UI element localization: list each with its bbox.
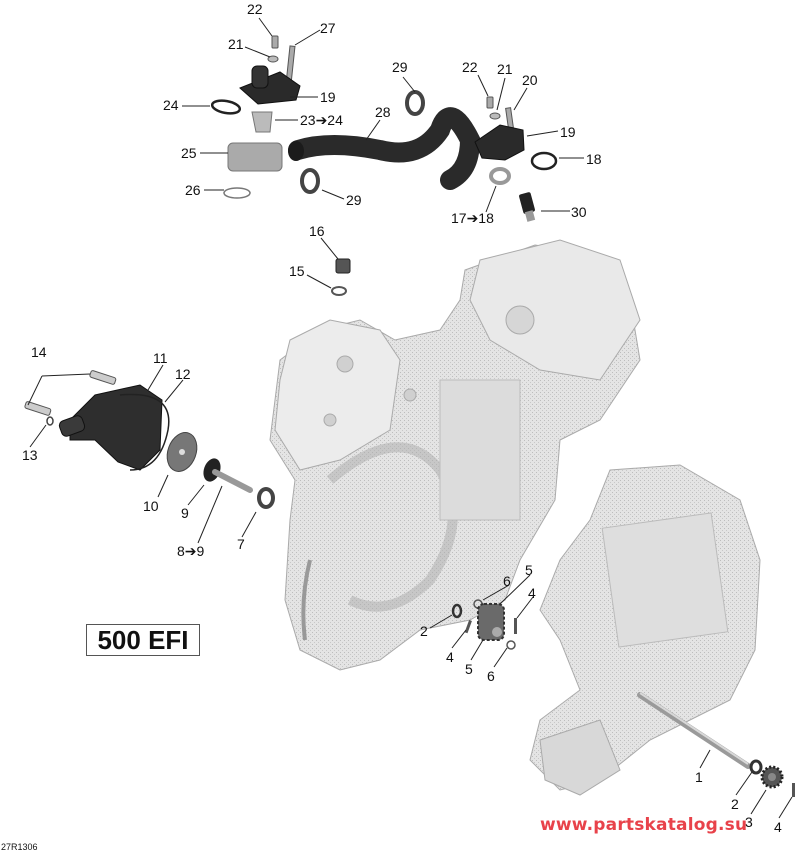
callout-number: 18 xyxy=(586,151,602,167)
callout-number: 4 xyxy=(774,819,782,835)
outlet-fitting xyxy=(474,96,558,222)
callout-number: 5 xyxy=(465,661,473,677)
callout-number: 28 xyxy=(375,104,391,120)
leader-lines xyxy=(27,17,793,819)
callout-number: 21 xyxy=(497,61,513,77)
callout-number: 16 xyxy=(309,223,325,239)
callout-number: 11 xyxy=(153,350,168,366)
callout-number: 7 xyxy=(237,536,245,552)
callout-number: 1 xyxy=(695,769,703,785)
callout-number: 21 xyxy=(228,36,244,52)
oil-drain-plug xyxy=(331,258,351,296)
callout-number: 30 xyxy=(571,204,587,220)
callout-number: 24 xyxy=(163,97,179,113)
oil-pump-gear xyxy=(451,599,517,650)
callout-number: 4 xyxy=(446,649,454,665)
callout-number: 9 xyxy=(181,505,189,521)
callout-number: 13 xyxy=(22,447,38,463)
crankcase-half xyxy=(529,464,761,796)
callout-number: 6 xyxy=(503,573,511,589)
callout-number: 8➔9 xyxy=(177,543,205,559)
watermark: www.partskatalog.su xyxy=(540,815,748,835)
callout-number: 2 xyxy=(731,796,739,812)
reference-code: 27R1306 xyxy=(1,842,38,852)
callout-number: 23➔24 xyxy=(300,112,343,128)
callout-number: 15 xyxy=(289,263,305,279)
callout-number: 25 xyxy=(181,145,197,161)
callout-number: 29 xyxy=(392,59,408,75)
thermostat-housing xyxy=(210,35,301,199)
model-label: 500 EFI xyxy=(86,624,200,656)
callout-number: 27 xyxy=(320,20,336,36)
callout-number: 12 xyxy=(175,366,191,382)
callout-number: 19 xyxy=(320,89,336,105)
callout-number: 14 xyxy=(31,344,47,360)
coolant-hose xyxy=(288,90,481,194)
callout-number: 22 xyxy=(462,59,478,75)
callout-number: 5 xyxy=(525,562,533,578)
callout-number: 22 xyxy=(247,1,263,17)
callout-number: 3 xyxy=(745,814,753,830)
callout-number: 20 xyxy=(522,72,538,88)
engine-block xyxy=(269,239,641,671)
callout-number: 17➔18 xyxy=(451,210,494,226)
callout-number: 29 xyxy=(346,192,362,208)
callout-number: 26 xyxy=(185,182,201,198)
callout-number: 10 xyxy=(143,498,159,514)
water-pump xyxy=(24,370,275,509)
callout-number: 4 xyxy=(528,585,536,601)
balance-shaft xyxy=(637,692,795,797)
callout-number: 6 xyxy=(487,668,495,684)
callout-number: 19 xyxy=(560,124,576,140)
callout-number: 2 xyxy=(420,623,428,639)
